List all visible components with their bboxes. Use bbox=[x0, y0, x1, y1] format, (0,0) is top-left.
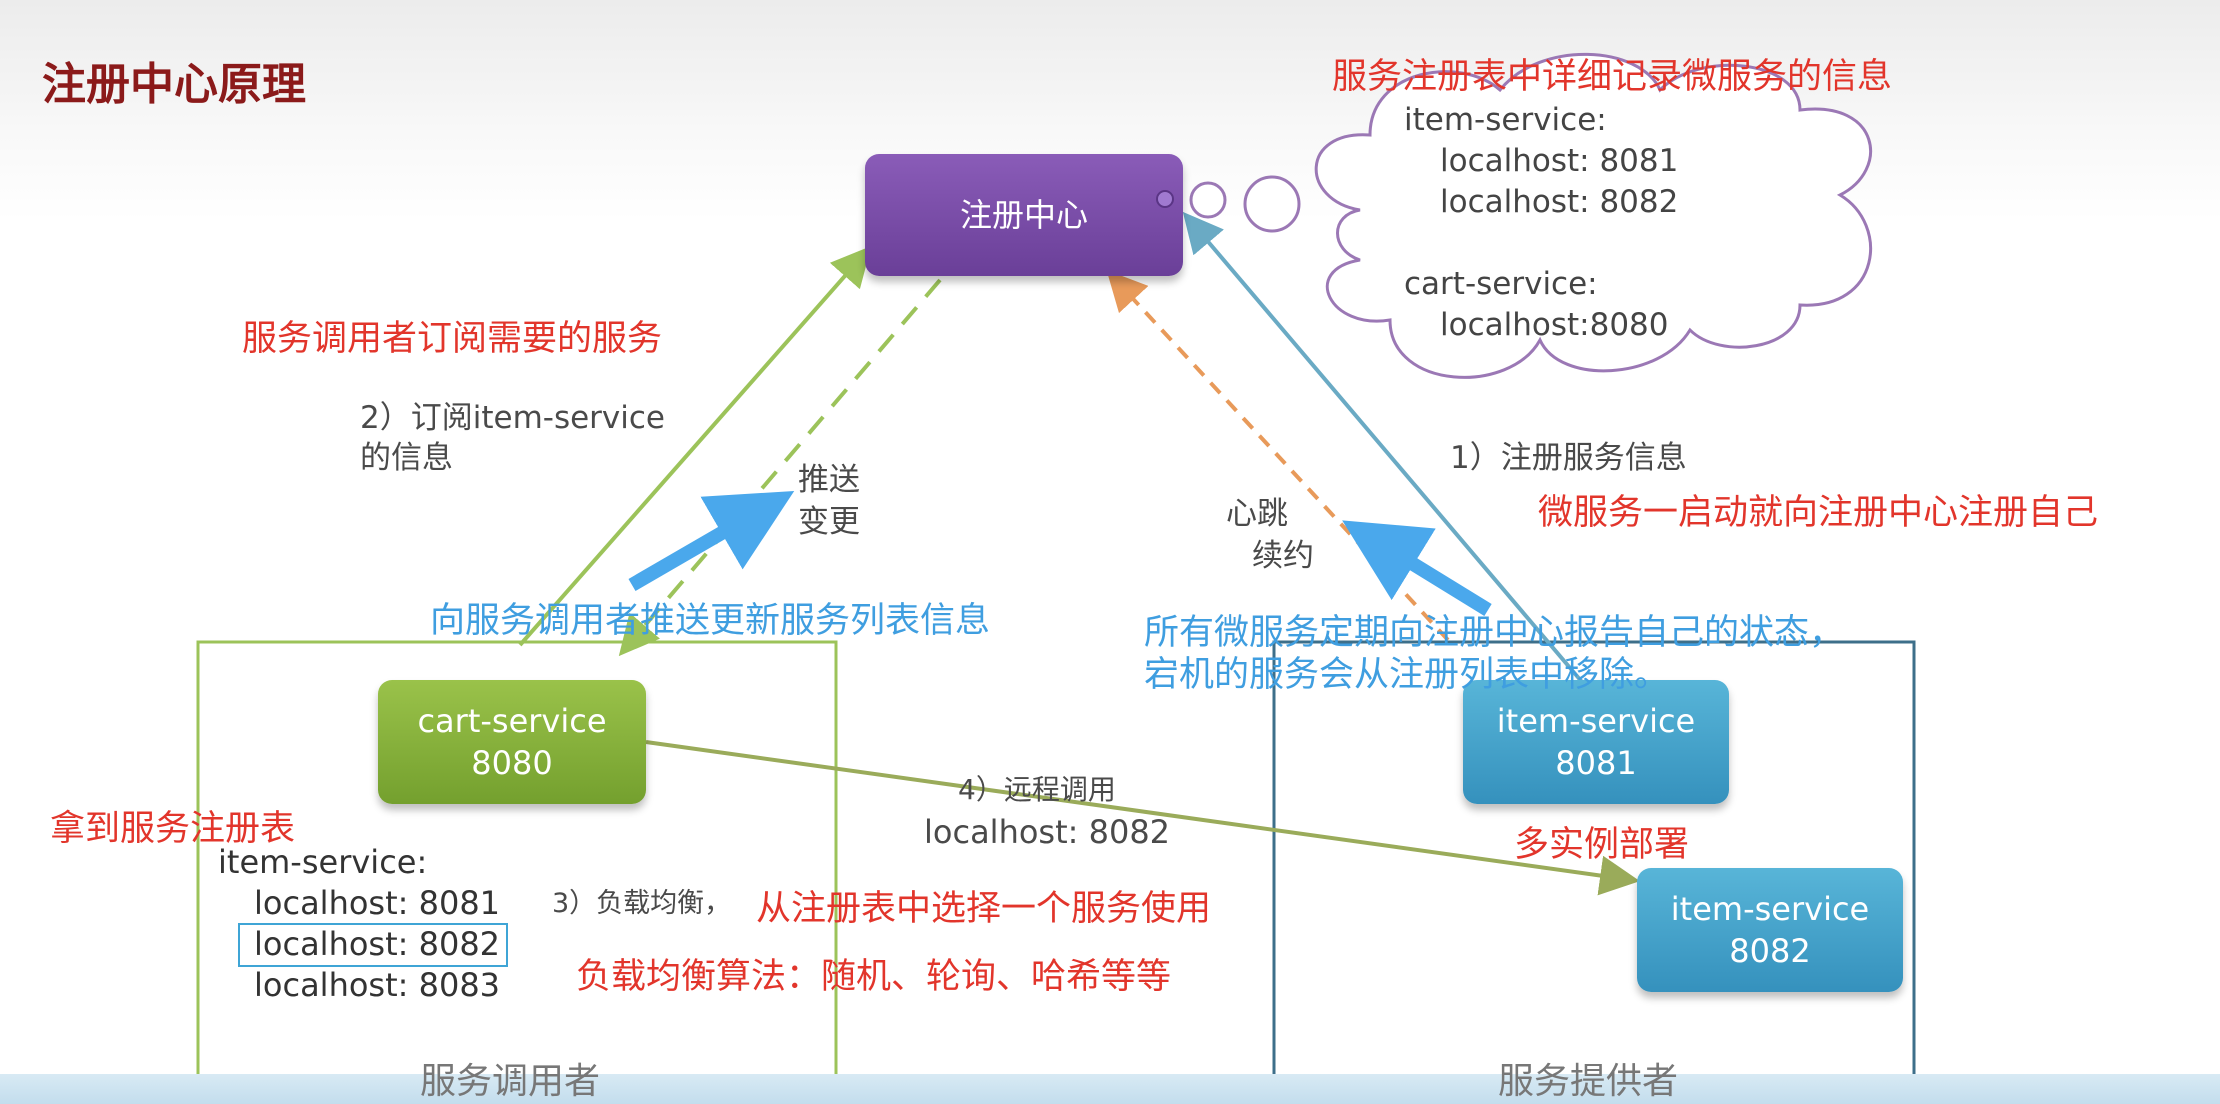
provider-box bbox=[1272, 640, 1916, 1104]
item-service-port: 8082 bbox=[1729, 932, 1811, 970]
heartbeat-label-line-2: 续约 bbox=[1252, 538, 1314, 574]
remote-call-arrow bbox=[645, 740, 1640, 896]
cloud-line: item-service: bbox=[1404, 102, 1607, 138]
item-service-name: item-service bbox=[1670, 890, 1870, 928]
subscribe-step-line-1: 2）订阅item-service bbox=[360, 400, 665, 436]
cart-service-port: 8080 bbox=[471, 744, 553, 782]
heartbeat-label-line-1: 心跳 bbox=[1226, 496, 1288, 532]
report-note-line-2: 宕机的服务会从注册列表中移除。 bbox=[1144, 655, 1670, 695]
cloud-line: cart-service: bbox=[1404, 266, 1598, 302]
registry-node: 注册中心 bbox=[865, 154, 1183, 276]
provider-box-label: 服务提供者 bbox=[1498, 1061, 1679, 1102]
thought-bubble-small bbox=[1189, 181, 1227, 219]
push-pointer-arrow bbox=[628, 490, 795, 592]
registry-cloud bbox=[1314, 52, 1873, 379]
push-note: 向服务调用者推送更新服务列表信息 bbox=[430, 601, 991, 641]
cloud-line: localhost:8080 bbox=[1440, 307, 1669, 343]
fetch-registry-note: 拿到服务注册表 bbox=[50, 809, 296, 849]
load-balance-algorithms: 负载均衡算法：随机、轮询、哈希等等 bbox=[576, 957, 1172, 997]
push-arrow bbox=[618, 278, 942, 657]
register-note: 微服务一启动就向注册中心注册自己 bbox=[1538, 493, 2099, 533]
consumer-box bbox=[196, 640, 838, 1104]
push-label-line-1: 推送 bbox=[798, 462, 860, 498]
consumer-list-item: localhost: 8083 bbox=[254, 966, 501, 1004]
cloud-line bbox=[1404, 223, 1678, 264]
heartbeat-pointer-arrow bbox=[1342, 520, 1492, 616]
thought-bubble-large bbox=[1243, 175, 1301, 233]
load-balance-note: 从注册表中选择一个服务使用 bbox=[756, 889, 1212, 929]
cart-service-name: cart-service bbox=[417, 702, 607, 740]
item-service-8081-node: item-service 8081 bbox=[1463, 680, 1729, 804]
item-service-port: 8081 bbox=[1555, 744, 1637, 782]
push-label-line-2: 变更 bbox=[798, 504, 860, 540]
registry-label: 注册中心 bbox=[959, 196, 1088, 234]
consumer-box-label: 服务调用者 bbox=[420, 1061, 601, 1102]
remote-call-label: 4）远程调用 bbox=[958, 773, 1116, 806]
registry-port-dot bbox=[1156, 190, 1174, 208]
cloud-heading: 服务注册表中详细记录微服务的信息 bbox=[1332, 57, 1893, 97]
multi-instance-note: 多实例部署 bbox=[1514, 825, 1690, 865]
remote-call-target: localhost: 8082 bbox=[924, 813, 1171, 851]
registry-table-text: item-service: localhost: 8081 localhost:… bbox=[1404, 100, 1678, 346]
register-arrow bbox=[1182, 211, 1584, 684]
cloud-line: localhost: 8081 bbox=[1440, 143, 1679, 179]
item-service-8082-node: item-service 8082 bbox=[1637, 868, 1903, 992]
subscribe-note: 服务调用者订阅需要的服务 bbox=[242, 319, 663, 359]
load-balance-step: 3）负载均衡， bbox=[552, 888, 732, 919]
register-step: 1）注册服务信息 bbox=[1450, 440, 1687, 476]
cart-service-node: cart-service 8080 bbox=[378, 680, 646, 804]
consumer-list-item-selected: localhost: 8082 bbox=[254, 925, 501, 963]
bottom-wave-decoration bbox=[0, 1074, 2220, 1104]
page-title: 注册中心原理 bbox=[42, 59, 306, 110]
consumer-list-item: localhost: 8081 bbox=[254, 884, 501, 922]
cloud-line: localhost: 8082 bbox=[1440, 184, 1679, 220]
subscribe-arrow bbox=[518, 245, 872, 647]
report-note-line-1: 所有微服务定期向注册中心报告自己的状态， bbox=[1144, 613, 1845, 653]
subscribe-step-line-2: 的信息 bbox=[360, 440, 453, 476]
item-service-name: item-service bbox=[1496, 702, 1696, 740]
consumer-list-header: item-service: bbox=[218, 843, 428, 881]
selected-instance-highlight bbox=[238, 923, 508, 967]
